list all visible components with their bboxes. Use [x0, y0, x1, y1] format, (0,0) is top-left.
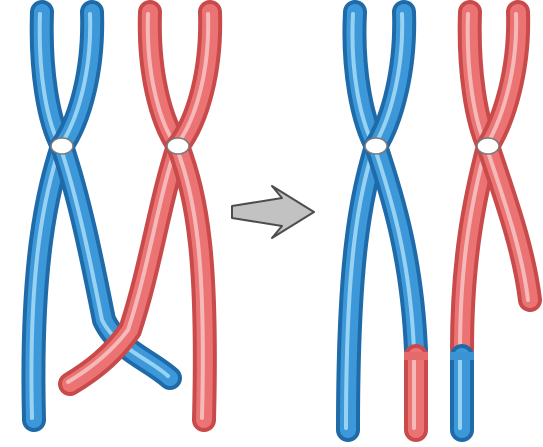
centromere-icon — [477, 138, 499, 154]
red-chromosome-after — [450, 12, 530, 430]
before-crossover-pair — [31, 12, 210, 420]
centromere-icon — [51, 138, 73, 154]
blue-recombinant-segment — [450, 352, 474, 430]
blue-chromatid-parental — [346, 12, 376, 430]
red-chromatid-outer — [176, 12, 210, 420]
blue-chromatid-outer — [31, 12, 62, 420]
centromere-icon — [167, 138, 189, 154]
right-arrow-icon — [232, 186, 314, 238]
red-recombinant-segment — [404, 352, 428, 430]
after-crossover-pair — [346, 12, 530, 430]
blue-chromatid-recombinant — [374, 12, 416, 350]
centromere-icon — [365, 138, 387, 154]
red-chromatid-recombinant — [460, 12, 488, 350]
blue-chromosome-after — [346, 12, 428, 430]
red-chromatid-parental — [486, 12, 530, 300]
